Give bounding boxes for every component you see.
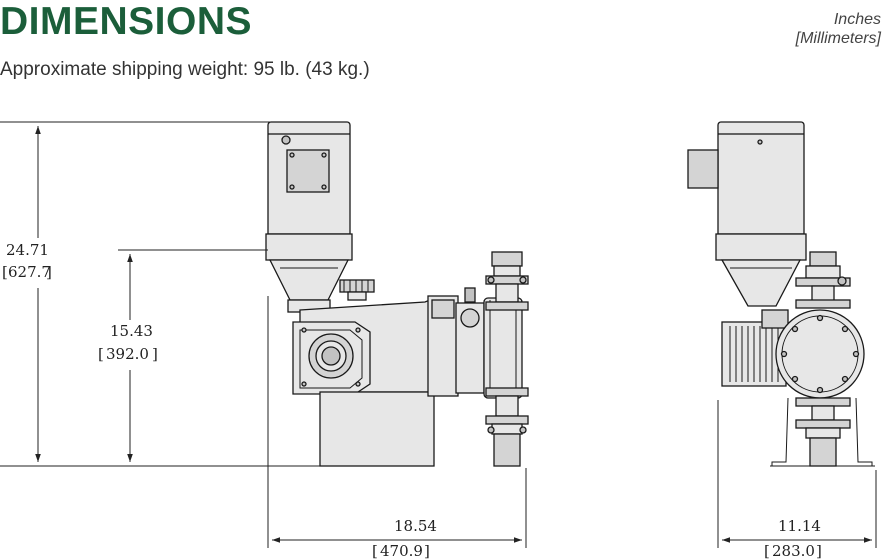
label-mask [370, 542, 440, 559]
units-inches: Inches [833, 11, 881, 28]
front-width-mm: 470.9 [380, 542, 423, 559]
label-mask [0, 238, 50, 288]
bracket-right: ] [424, 542, 430, 559]
label-mask [762, 542, 832, 559]
overall-height-in: 24.71 [6, 241, 49, 259]
bracket-right: ] [816, 542, 822, 559]
shipping-weight: Approximate shipping weight: 95 lb. (43 … [0, 59, 370, 80]
units-legend: Inches [Millimeters] [796, 10, 881, 48]
side-view-pump [687, 121, 875, 467]
centerline-height-mm: 392.0 [106, 345, 149, 363]
bracket-left: [ [98, 345, 104, 363]
front-view-pump [265, 121, 529, 467]
centerline-height-in: 15.43 [110, 322, 153, 340]
page-title: DIMENSIONS [0, 0, 253, 43]
label-mask [100, 320, 166, 370]
bracket-right: ] [152, 345, 158, 363]
front-width-in: 18.54 [394, 517, 437, 535]
bracket-right: ] [46, 263, 52, 281]
overall-height-mm: 627.7 [8, 263, 51, 281]
bracket-left: [ [2, 263, 8, 281]
units-millimeters: [Millimeters] [795, 30, 881, 47]
bracket-left: [ [372, 542, 378, 559]
side-width-mm: 283.0 [772, 542, 815, 559]
bracket-left: [ [764, 542, 770, 559]
side-width-in: 11.14 [778, 517, 821, 535]
